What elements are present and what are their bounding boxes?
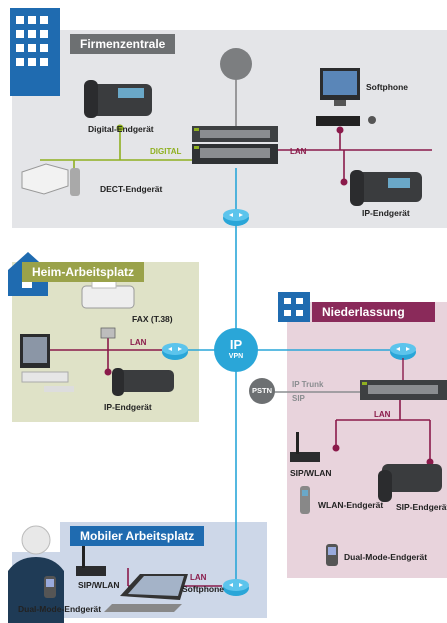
dect-base-icon	[21, 163, 80, 196]
branch-title: Niederlassung	[312, 302, 435, 322]
mobile-dual-mode-label: Dual-Mode-Endgerät	[18, 604, 102, 614]
hq-lan-net-label: LAN	[290, 147, 307, 156]
home-router	[162, 343, 188, 360]
branch-dual-mode-icon	[326, 544, 338, 566]
home-ip-phone-icon	[112, 368, 174, 396]
mobile-router	[223, 579, 249, 596]
branch-sip-wlan-label: SIP/WLAN	[290, 468, 332, 478]
branch-ip-trunk-label: IP Trunk	[292, 380, 324, 389]
home-lan-net-label: LAN	[130, 338, 147, 347]
mobile-softphone-label: Softphone	[182, 584, 225, 594]
laptop-icon	[104, 574, 188, 612]
branch-sip-phone-icon	[378, 464, 442, 502]
home-title: Heim-Arbeitsplatz	[22, 262, 145, 282]
pstn-label: PSTN	[251, 386, 272, 395]
hq-title: Firmenzentrale	[70, 34, 176, 54]
hq-ip-device-label: IP-Endgerät	[362, 208, 410, 218]
hq-digital-device-label: Digital-Endgerät	[88, 124, 154, 134]
home-ip-device-label: IP-Endgerät	[104, 402, 152, 412]
home-fax-label: FAX (T.38)	[132, 314, 173, 324]
mobile-dual-mode-icon	[44, 576, 56, 598]
home-monitor-icon	[20, 334, 74, 392]
hq-router	[223, 209, 249, 226]
mobile-lan-net-label: LAN	[190, 573, 207, 582]
hq-building-icon	[10, 8, 60, 96]
branch-zone	[287, 302, 447, 578]
branch-lan-net-label: LAN	[374, 410, 391, 419]
hq-softphone-label: Softphone	[366, 82, 409, 92]
pstn-node	[249, 378, 275, 404]
softphone-pc-icon	[316, 68, 376, 126]
vpn-label: VPN	[228, 353, 244, 360]
mobile-sip-wlan-label: SIP/WLAN	[78, 580, 120, 590]
ip-phone-icon	[350, 170, 422, 206]
public-network-node	[220, 48, 252, 80]
mobile-worker-icon	[8, 525, 64, 623]
fax-icon	[81, 279, 135, 309]
branch-dual-mode-label: Dual-Mode-Endgerät	[344, 552, 428, 562]
branch-router	[390, 343, 416, 360]
branch-wlan-device-label: WLAN-Endgerät	[318, 500, 384, 510]
wlan-handset-icon	[300, 486, 310, 514]
digital-phone-icon	[84, 80, 152, 118]
branch-pbx	[360, 380, 447, 400]
ip-label: IP	[229, 337, 243, 352]
branch-sip-label: SIP	[292, 394, 305, 403]
branch-ap-icon	[290, 432, 320, 462]
hq-pbx	[192, 126, 278, 164]
hq-dect-label: DECT-Endgerät	[100, 184, 163, 194]
branch-sip-device-label: SIP-Endgerät	[396, 502, 447, 512]
branch-building-icon	[278, 292, 310, 322]
mobile-ap-icon	[76, 546, 106, 576]
hq-digital-net-label: DIGITAL	[150, 147, 182, 156]
ip-vpn-node	[214, 328, 258, 372]
mobile-title: Mobiler Arbeitsplatz	[70, 526, 205, 546]
